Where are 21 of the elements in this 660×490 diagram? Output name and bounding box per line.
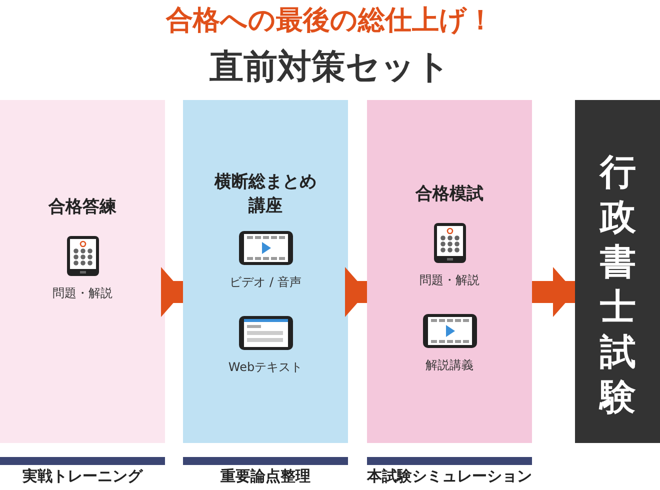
column-caption: 本試験シミュレーション [366, 467, 533, 486]
arrow [161, 267, 183, 317]
icon-caption: 問題・解説 [52, 285, 114, 302]
icon-caption: 問題・解説 [418, 272, 480, 289]
goal-panel [575, 100, 660, 443]
arrow [532, 267, 575, 317]
column-panel [183, 100, 348, 443]
exam-title: 行政書士試験 [598, 151, 637, 420]
column-heading: 横断総まとめ講座 [213, 171, 318, 218]
arrow [345, 267, 367, 317]
column-panel [367, 100, 532, 443]
icon-caption: 解説講義 [424, 357, 474, 374]
column-heading: 合格答練 [47, 196, 118, 219]
column-caption: 重要論点整理 [220, 467, 312, 486]
column-caption: 実戦トレーニング [22, 467, 144, 486]
column-heading: 合格模試 [414, 183, 484, 206]
heading: 合格への最後の総仕上げ！ [164, 4, 495, 38]
icon-caption: ビデオ / 音声 [228, 274, 302, 291]
column-panel [0, 100, 165, 443]
icon-caption: Webテキスト [227, 359, 304, 376]
subheading: 直前対策セット [208, 46, 452, 89]
